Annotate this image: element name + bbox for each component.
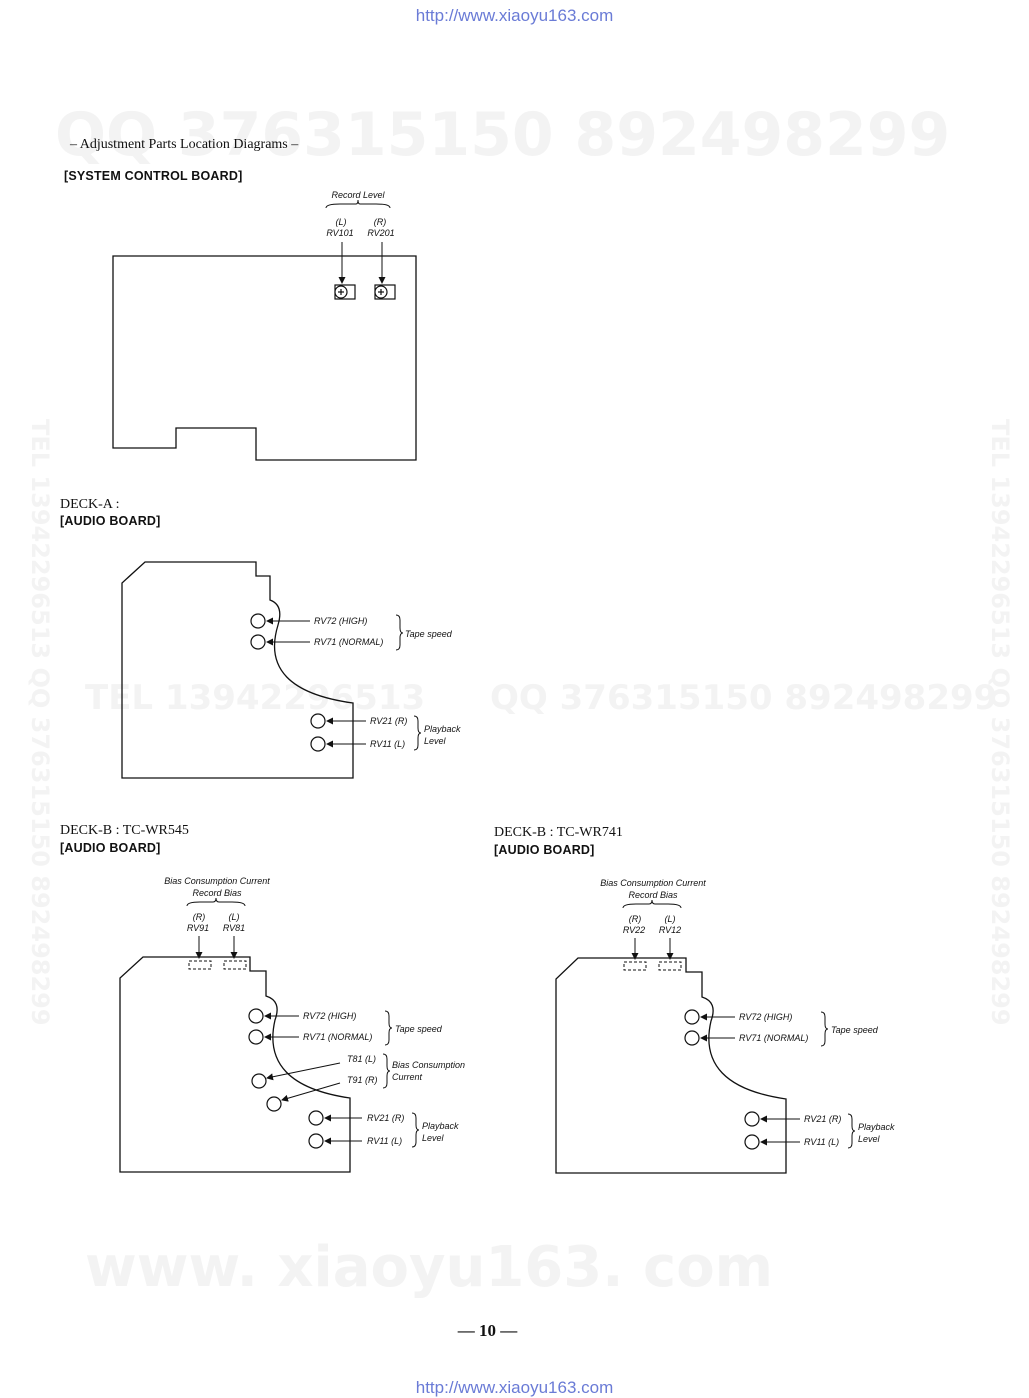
deck-a-tape-speed-brace: [395, 614, 404, 651]
b741-record-bias-label: Record Bias: [628, 890, 678, 900]
record-level-label: Record Level: [331, 190, 385, 200]
rv201-label: RV201: [367, 228, 394, 238]
b741-rv22-label: RV22: [623, 925, 645, 935]
deck-a-rv72-label: RV72 (HIGH): [314, 616, 367, 626]
b741-rv22-icon: [623, 961, 647, 971]
rv101-channel: (L): [336, 217, 347, 227]
footer-url[interactable]: http://www.xiaoyu163.com: [415, 1378, 614, 1397]
rv101-label: RV101: [326, 228, 353, 238]
b545-rv71-icon: [248, 1029, 264, 1045]
b545-t81-arrow: [266, 1062, 341, 1081]
b545-t81-icon: [251, 1073, 267, 1089]
b741-board-outline: [555, 957, 787, 1174]
watermark-qq: QQ 376315150 892498299: [55, 100, 951, 170]
b741-rv72-icon: [684, 1009, 700, 1025]
b545-record-bias-label: Record Bias: [192, 888, 242, 898]
b741-tape-speed-label: Tape speed: [831, 1025, 879, 1035]
system-board-outline: [112, 255, 417, 461]
b545-rv91-label: RV91: [187, 923, 209, 933]
b545-rv21-label: RV21 (R): [367, 1113, 404, 1123]
b545-board-outline: [119, 956, 351, 1173]
b545-t91-label: T91 (R): [347, 1075, 378, 1085]
b545-bias-consumption-label: Bias Consumption: [392, 1060, 465, 1070]
page-number: — 10 —: [457, 1321, 518, 1340]
b741-playback-brace: [847, 1113, 856, 1149]
b545-rv72-label: RV72 (HIGH): [303, 1011, 356, 1021]
deck-a-board-label: [AUDIO BOARD]: [60, 514, 161, 528]
b545-level-label: Level: [422, 1133, 445, 1143]
deck-a-rv71-icon: [250, 634, 266, 650]
deck-a-rv72-icon: [250, 613, 266, 629]
rv101-trimmer-icon: [334, 284, 356, 300]
deck-a-rv11-label: RV11 (L): [370, 739, 405, 749]
b545-bias-brace: [186, 897, 246, 907]
b741-rv21-label: RV21 (R): [804, 1114, 841, 1124]
b545-t91-icon: [266, 1096, 282, 1112]
system-board-label: [SYSTEM CONTROL BOARD]: [64, 169, 243, 183]
b741-rv21-icon: [744, 1111, 760, 1127]
b545-t81-label: T81 (L): [347, 1054, 376, 1064]
b741-rv11-label: RV11 (L): [804, 1137, 839, 1147]
b741-rv71-label: RV71 (NORMAL): [739, 1033, 808, 1043]
b545-current-label: Current: [392, 1072, 423, 1082]
deck-a-level-label: Level: [424, 736, 447, 746]
deck-a-playback-brace: [413, 715, 422, 751]
b545-bias-current-label: Bias Consumption Current: [164, 876, 270, 886]
watermark-site: www. xiaoyu163. com: [85, 1235, 774, 1300]
b741-rv11-icon: [744, 1134, 760, 1150]
b545-rv11-icon: [308, 1133, 324, 1149]
record-level-brace: [325, 199, 391, 209]
deck-a-tape-speed-label: Tape speed: [405, 629, 453, 639]
watermark-tel: TEL 13942296513: [85, 678, 426, 718]
deck-a-playback-label: Playback: [424, 724, 461, 734]
watermark-qq-middle: QQ 376315150 892498299: [490, 678, 998, 718]
deck-b-741-title: DECK-B : TC-WR741: [494, 825, 623, 840]
deck-a-title: DECK-A :: [60, 497, 120, 512]
b545-playback-brace: [411, 1112, 420, 1148]
b741-bias-current-label: Bias Consumption Current: [600, 878, 706, 888]
deck-a-board-outline: [121, 561, 354, 779]
page-title: – Adjustment Parts Location Diagrams –: [70, 137, 299, 152]
deck-a-rv21-icon: [310, 713, 326, 729]
b545-rv81-label: RV81: [223, 923, 245, 933]
b545-rv11-label: RV11 (L): [367, 1136, 402, 1146]
deck-a-rv71-label: RV71 (NORMAL): [314, 637, 383, 647]
b545-t91-arrow: [281, 1082, 341, 1102]
b741-rv12-label: RV12: [659, 925, 681, 935]
deck-a-rv21-label: RV21 (R): [370, 716, 407, 726]
b545-tape-speed-label: Tape speed: [395, 1024, 443, 1034]
b545-rv72-icon: [248, 1008, 264, 1024]
b545-rv81-icon: [223, 960, 247, 970]
rv201-channel: (R): [374, 217, 387, 227]
b545-tape-speed-brace: [384, 1010, 393, 1046]
b545-bias-consumption-brace: [382, 1053, 391, 1089]
deck-b-545-board-label: [AUDIO BOARD]: [60, 841, 161, 855]
deck-a-rv11-icon: [310, 736, 326, 752]
b741-bias-brace: [622, 899, 682, 909]
b741-tape-speed-brace: [820, 1011, 829, 1047]
deck-b-545-title: DECK-B : TC-WR545: [60, 823, 189, 838]
b741-rv71-icon: [684, 1030, 700, 1046]
rv201-trimmer-icon: [374, 284, 396, 300]
b741-rv12-channel: (L): [665, 914, 676, 924]
b741-rv22-channel: (R): [629, 914, 642, 924]
b545-rv91-icon: [188, 960, 212, 970]
b741-level-label: Level: [858, 1134, 881, 1144]
b741-rv12-icon: [658, 961, 682, 971]
b545-rv91-channel: (R): [193, 912, 206, 922]
b741-playback-label: Playback: [858, 1122, 895, 1132]
b545-rv21-icon: [308, 1110, 324, 1126]
b741-rv72-label: RV72 (HIGH): [739, 1012, 792, 1022]
b545-rv81-channel: (L): [229, 912, 240, 922]
b545-rv71-label: RV71 (NORMAL): [303, 1032, 372, 1042]
header-url[interactable]: http://www.xiaoyu163.com: [415, 6, 614, 25]
b545-playback-label: Playback: [422, 1121, 459, 1131]
deck-b-741-board-label: [AUDIO BOARD]: [494, 843, 595, 857]
